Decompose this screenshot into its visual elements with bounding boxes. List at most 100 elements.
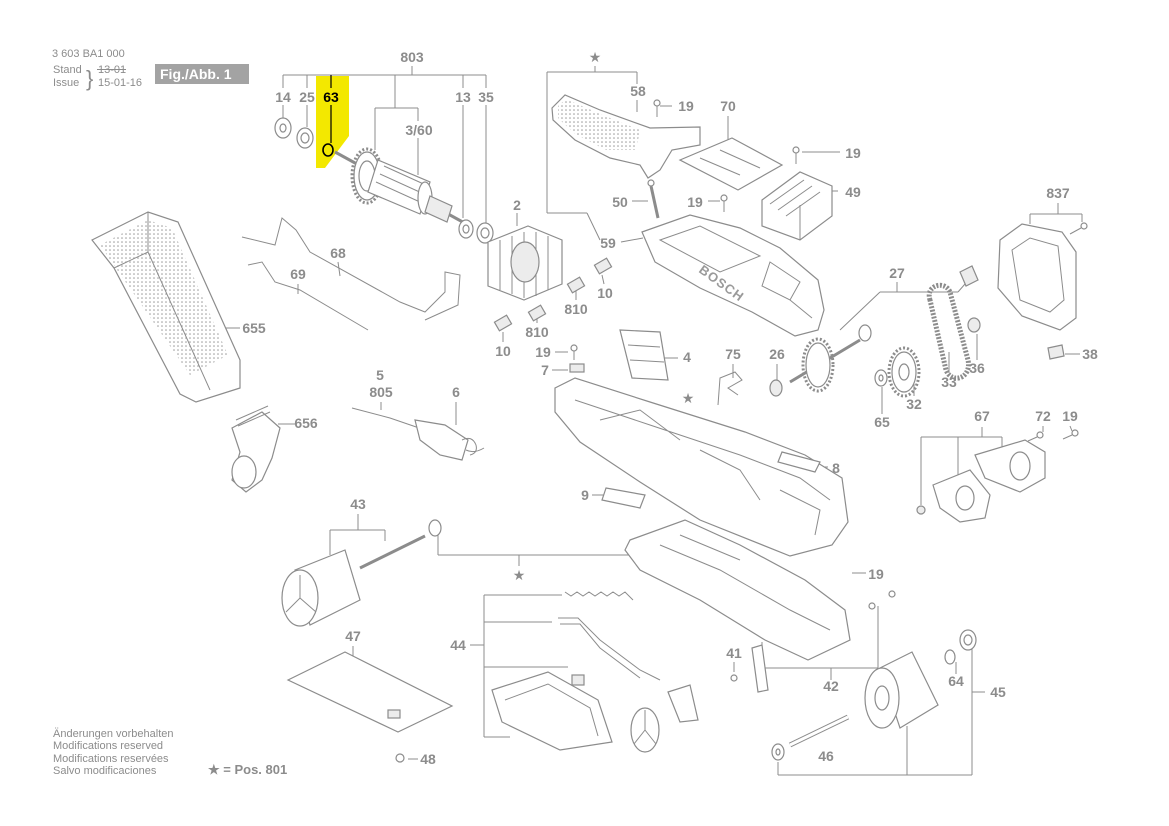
screws-72-19 (1027, 429, 1079, 442)
part-label: 656 (294, 415, 318, 431)
issue-label: Issue (53, 77, 79, 89)
part-label: 42 (823, 678, 839, 694)
pulley-32 (887, 346, 921, 398)
part-label: 70 (720, 98, 736, 114)
roller-45 (864, 629, 977, 729)
belt-33 (926, 282, 971, 381)
part-label: 6 (452, 384, 460, 400)
part-label: 803 (400, 49, 424, 65)
part-label: 5 (376, 367, 384, 383)
part-label: 33 (941, 374, 957, 390)
main-housing (554, 377, 849, 557)
screw-41 (730, 644, 769, 693)
leader-lines (222, 66, 1083, 776)
part-label: 19 (678, 98, 694, 114)
part-label: 65 (874, 414, 890, 430)
part-label: 26 (769, 346, 785, 362)
lever-44 (558, 617, 661, 681)
bearing-35 (476, 222, 494, 244)
part-label: 810 (564, 301, 588, 317)
part-label: 50 (612, 194, 628, 210)
footer-notes: Änderungen vorbehalten Modifications res… (53, 728, 287, 777)
star-marker: ★ (589, 50, 602, 66)
field-coil-2 (487, 225, 563, 301)
part-label: 9 (581, 487, 589, 503)
part-label: 19 (535, 344, 551, 360)
part-label: 13 (455, 89, 471, 105)
washer-14 (274, 117, 292, 139)
screw-19-cover (792, 146, 800, 164)
power-cord-805 (351, 407, 485, 461)
cap-49 (761, 171, 833, 241)
part-label: 43 (350, 496, 366, 512)
part-label: 10 (495, 343, 511, 359)
part-label: 2 (513, 197, 521, 213)
part-label: 19 (687, 194, 703, 210)
part-label: 837 (1046, 185, 1070, 201)
cover-70 (678, 137, 784, 191)
housing-837 (997, 222, 1088, 331)
nut-27 (959, 265, 979, 287)
part-label: 19 (845, 145, 861, 161)
part-label: 46 (818, 748, 834, 764)
header-brace: } (86, 66, 93, 91)
washer-25 (296, 127, 314, 149)
part-label: 4 (683, 349, 691, 365)
part-label: 19 (1062, 408, 1078, 424)
dust-box-655 (91, 211, 241, 403)
wire-68 (241, 217, 461, 321)
issue-value: 15-01-16 (98, 77, 142, 89)
elbow-656 (231, 405, 281, 493)
bearing-13 (458, 219, 474, 239)
housing-cover-59: BOSCH (641, 214, 825, 337)
modification-note: Änderungen vorbehalten (53, 728, 173, 740)
part-label: 7 (541, 362, 549, 378)
part-label: 3/60 (405, 122, 432, 138)
part-label: 8 (832, 460, 840, 476)
figure-label: Fig./Abb. 1 (160, 66, 232, 82)
modification-note: Modifications reserved (53, 740, 163, 752)
part-label: 27 (889, 265, 905, 281)
star-marker: ★ (513, 568, 526, 584)
carbon-brushes-810 (493, 257, 613, 332)
part-label: 32 (906, 396, 922, 412)
screw-19-housing (720, 194, 728, 212)
part-label: 67 (974, 408, 990, 424)
screw-48 (395, 753, 405, 763)
part-label: 810 (525, 324, 549, 340)
stand-label: Stand (53, 64, 82, 76)
screw-50 (647, 179, 660, 219)
modification-note: Modifications reservées (53, 753, 169, 765)
frame-44 (491, 671, 699, 753)
part-label: 41 (726, 645, 742, 661)
part-label: 35 (478, 89, 494, 105)
part-label: 58 (630, 83, 646, 99)
document-number: 3 603 BA1 000 (52, 48, 125, 60)
screw-19-handle (653, 99, 661, 117)
part-label: 25 (299, 89, 315, 105)
plate-9 (601, 487, 646, 509)
figure-label-box (155, 64, 249, 84)
star-legend: ★ = Pos. 801 (208, 762, 287, 777)
part-label: 48 (420, 751, 436, 767)
modification-note: Salvo modificaciones (53, 765, 157, 777)
roller-43 (281, 519, 442, 627)
armature-3-60 (334, 147, 471, 228)
retaining-ring-63 (322, 143, 334, 157)
base-42 (624, 519, 896, 661)
part-label: 68 (330, 245, 346, 261)
part-label: 45 (990, 684, 1006, 700)
switch-4 (619, 329, 669, 381)
part-label: 14 (275, 89, 291, 105)
wire-69 (247, 261, 369, 331)
part-label: 59 (600, 235, 616, 251)
part-label: 19 (868, 566, 884, 582)
part-label: 72 (1035, 408, 1051, 424)
part-label: 38 (1082, 346, 1098, 362)
handle-58 (551, 94, 701, 179)
part-label: 64 (948, 673, 964, 689)
shaft-46 (771, 714, 850, 761)
part-label: 36 (969, 360, 985, 376)
part-36 (967, 317, 981, 333)
